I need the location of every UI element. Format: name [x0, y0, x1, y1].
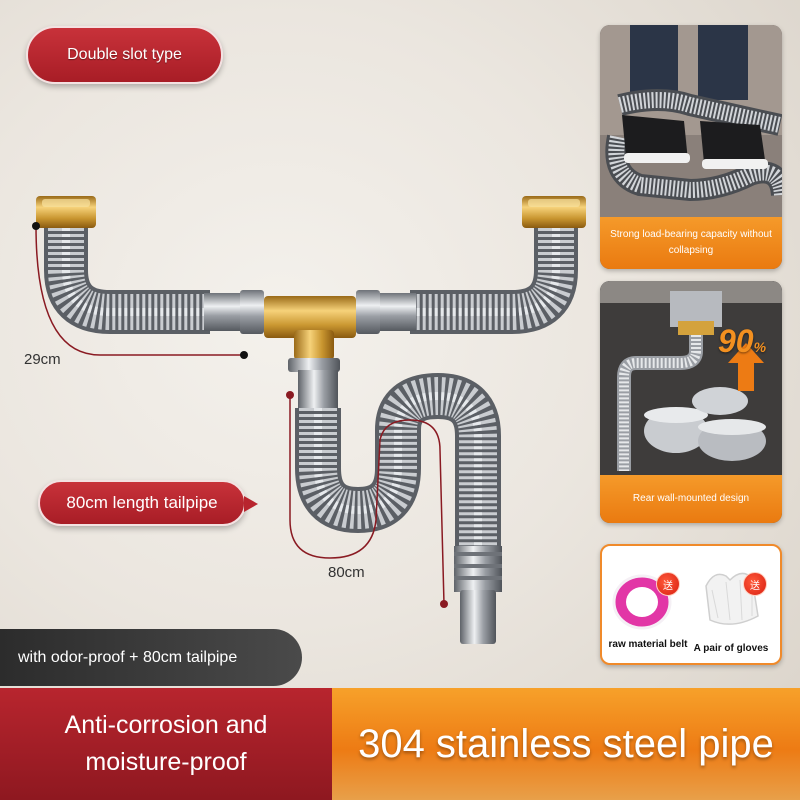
load-bearing-panel: Strong load-bearing capacity without col… — [600, 25, 782, 269]
wall-mounted-panel: 90% Rear wall-mounted design — [600, 281, 782, 523]
gift-tag-icon: 送 — [656, 572, 680, 596]
load-bearing-caption: Strong load-bearing capacity without col… — [600, 217, 782, 269]
brass-tee-connector — [264, 296, 356, 372]
width-measurement-label: 29cm — [24, 351, 61, 368]
odor-proof-bar: with odor-proof + 80cm tailpipe — [0, 629, 302, 686]
left-corrugated-pipe — [36, 196, 264, 334]
banner-left-line-2: moisture-proof — [85, 748, 247, 776]
banner-left-line-1: Anti-corrosion and — [64, 711, 268, 739]
right-corrugated-pipe — [356, 196, 586, 334]
tailpipe-length-badge: 80cm length tailpipe — [38, 480, 258, 526]
free-gifts-panel: 送 送 raw material belt A pair of gloves — [600, 544, 782, 665]
gift-tag-icon: 送 — [743, 572, 767, 596]
double-slot-type-badge: Double slot type — [26, 26, 223, 84]
s-trap-tailpipe — [295, 370, 502, 644]
anti-corrosion-banner: Anti-corrosion and moisture-proof — [0, 688, 332, 800]
shoes-on-pipe-photo — [600, 25, 782, 217]
wall-mounted-caption: Rear wall-mounted design — [600, 475, 782, 523]
gift-label-belt: raw material belt — [608, 639, 688, 650]
measure-line-80cm — [286, 391, 448, 608]
stainless-steel-banner: 304 stainless steel pipe — [332, 688, 800, 800]
bottom-banner: Anti-corrosion and moisture-proof 304 st… — [0, 688, 800, 800]
space-saving-percent: 90% — [718, 323, 767, 359]
gift-label-gloves: A pair of gloves — [693, 643, 769, 654]
tailpipe-measurement-label: 80cm — [328, 564, 365, 581]
under-sink-cabinet-photo — [600, 281, 782, 475]
measure-line-29cm — [32, 222, 248, 359]
